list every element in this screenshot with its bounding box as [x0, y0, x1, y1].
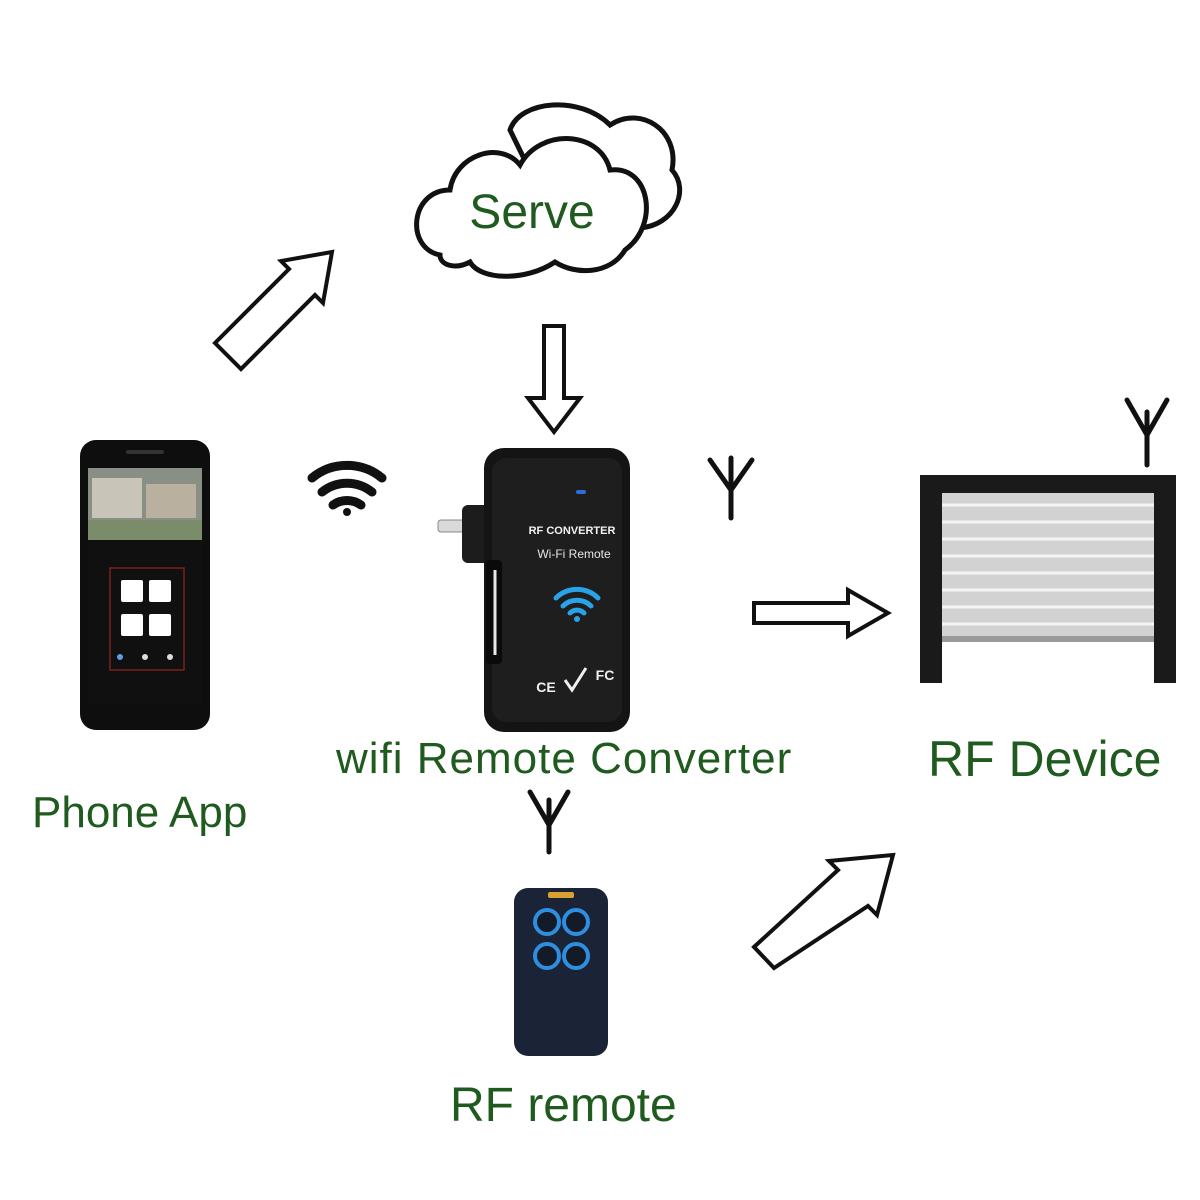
- cloud-label: Serve: [469, 186, 594, 239]
- wifi-signal-icon: [307, 461, 387, 516]
- antenna-icon-rf-device: [1124, 397, 1170, 468]
- smartphone-image: [80, 440, 210, 730]
- converter-model-text: Wi-Fi Remote: [537, 547, 611, 561]
- converter-wifi-logo-icon: [553, 586, 601, 622]
- arrow-converter-to-device: [752, 586, 893, 640]
- remote-button-4: [562, 942, 590, 970]
- remote-button-3: [533, 942, 561, 970]
- arrow-phone-to-cloud: [212, 249, 335, 372]
- arrow-cloud-to-converter: [523, 324, 585, 436]
- cert-fc-mark: FC: [596, 667, 615, 683]
- rf-device-shutter-image: [920, 475, 1176, 683]
- converter-device-image: RF CONVERTER Wi-Fi Remote CE FC: [437, 448, 630, 732]
- cloud-icon: Serve: [414, 102, 683, 279]
- rf-remote-label: RF remote: [450, 1079, 677, 1132]
- antenna-icon-converter-right: [707, 455, 755, 521]
- remote-button-2: [562, 908, 590, 936]
- converter-label: wifi Remote Converter: [336, 734, 793, 783]
- phone-app-label: Phone App: [32, 788, 248, 837]
- arrow-remote-to-device: [751, 852, 896, 971]
- converter-brand-text: RF CONVERTER: [529, 525, 616, 537]
- cert-check-icon: [563, 667, 588, 693]
- antenna-icon-converter-bottom: [527, 789, 571, 855]
- rf-device-label: RF Device: [928, 731, 1162, 787]
- rf-remote-image: [514, 888, 608, 1056]
- cert-ce-mark: CE: [536, 679, 555, 695]
- remote-button-1: [533, 908, 561, 936]
